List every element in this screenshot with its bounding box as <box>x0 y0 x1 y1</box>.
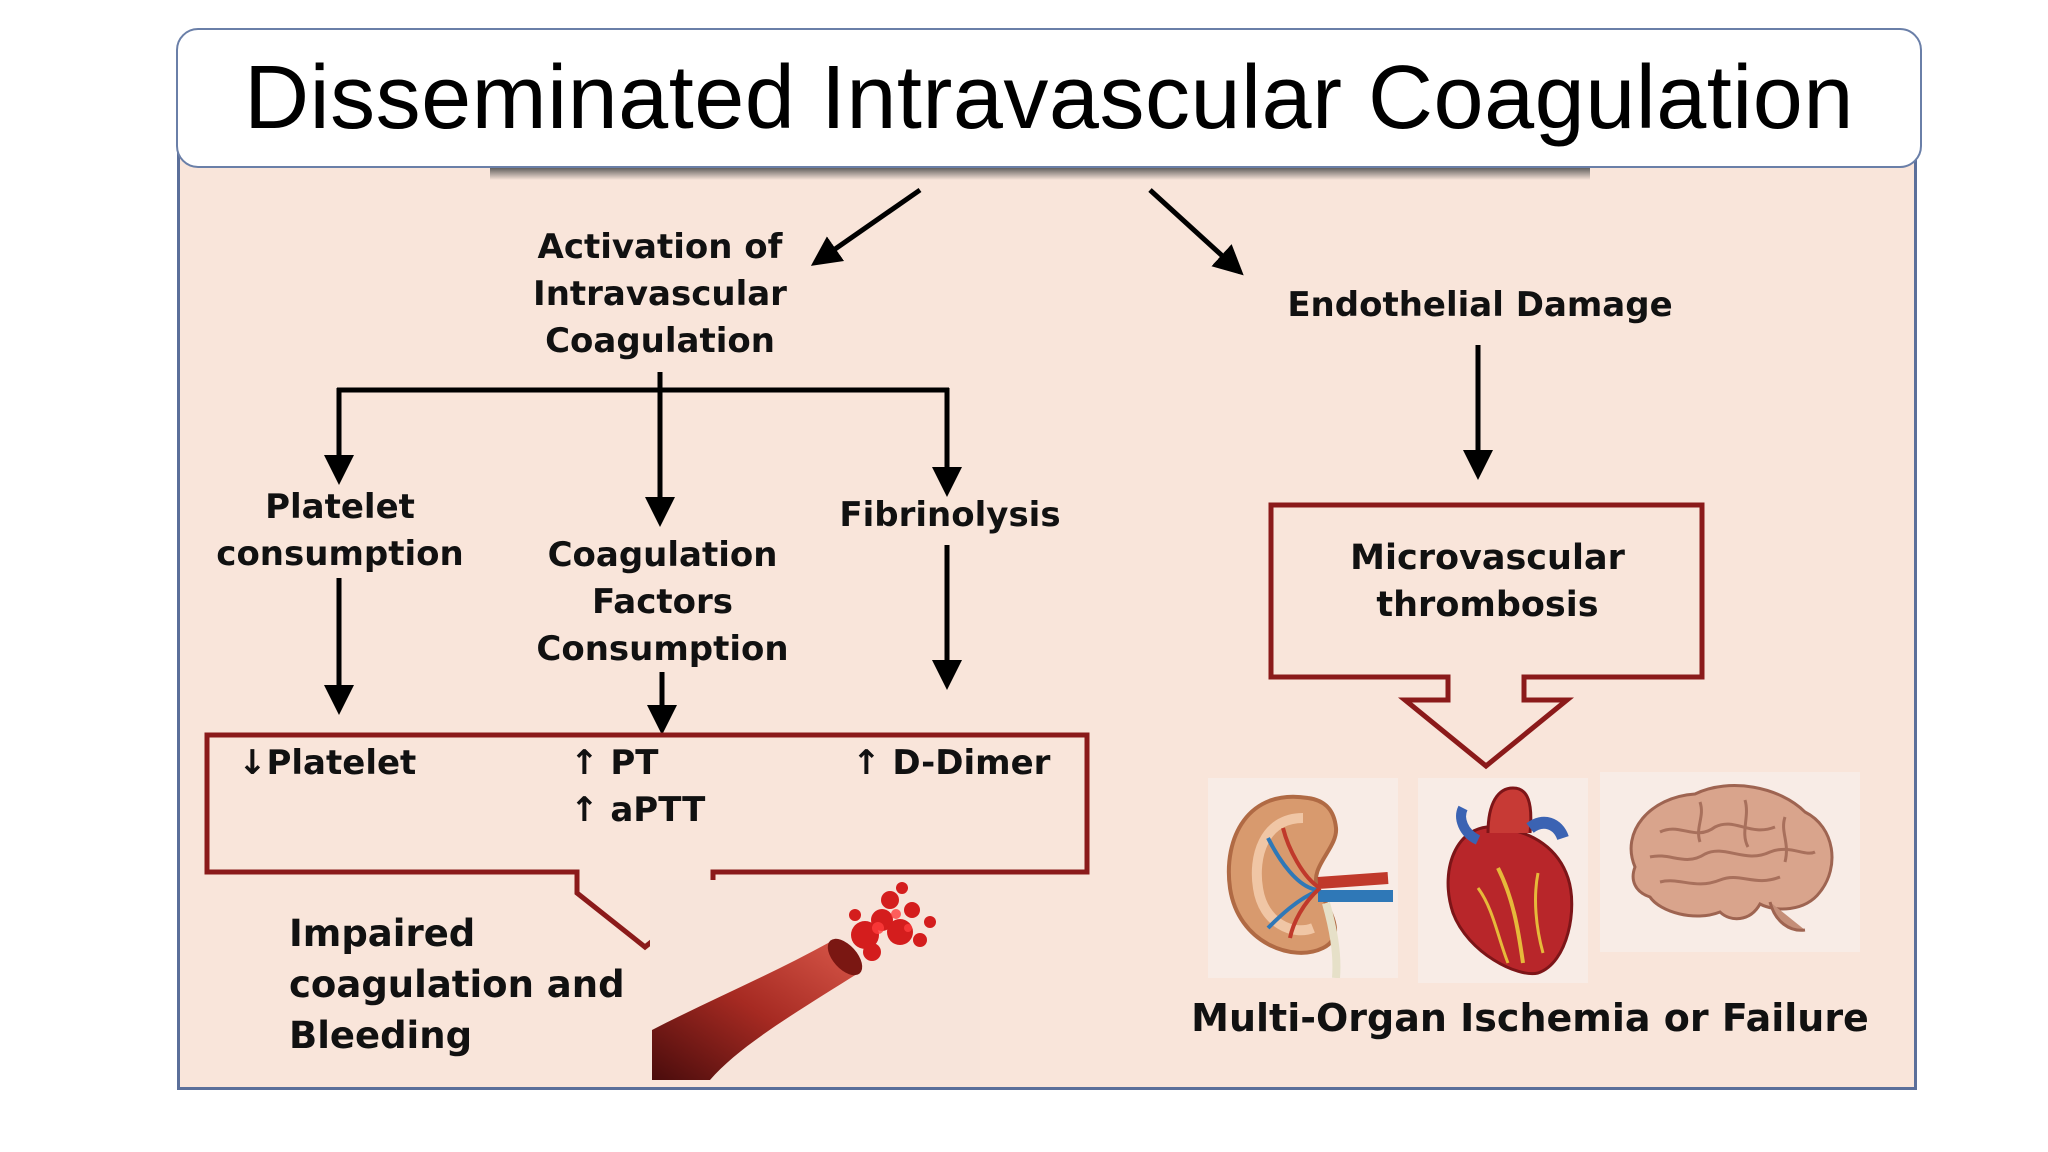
node-microvascular: Microvascular thrombosis <box>1285 535 1690 629</box>
node-microvascular-line-1: Microvascular <box>1350 538 1625 578</box>
node-activation-line-1: Activation of <box>537 227 783 267</box>
node-platelet-line-2: consumption <box>216 534 464 574</box>
node-factors-consumption: Coagulation Factors Consumption <box>515 532 810 673</box>
node-microvascular-line-2: thrombosis <box>1376 585 1599 625</box>
lab-platelet-label: ↓Platelet <box>238 743 417 783</box>
lab-aptt-label: ↑ aPTT <box>570 790 706 830</box>
node-factors-line-1: Coagulation <box>547 535 778 575</box>
lab-ddimer-label: ↑ D-Dimer <box>852 743 1051 783</box>
heart-icon <box>1418 778 1588 983</box>
node-endothelial: Endothelial Damage <box>1260 282 1700 329</box>
node-fibrinolysis: Fibrinolysis <box>820 492 1080 539</box>
node-activation-line-2: Intravascular <box>533 274 787 314</box>
microvascular-box <box>1268 502 1705 770</box>
node-platelet-consumption: Platelet consumption <box>195 484 485 578</box>
title-underline-shadow <box>490 166 1590 180</box>
lab-coag-times: ↑ PT ↑ aPTT <box>570 740 705 834</box>
node-activation-line-3: Coagulation <box>545 321 775 361</box>
node-platelet-line-1: Platelet <box>265 487 415 527</box>
lab-platelet: ↓Platelet <box>238 740 416 787</box>
lab-ddimer: ↑ D-Dimer <box>852 740 1050 787</box>
node-factors-line-2: Factors <box>592 582 733 622</box>
arrow-to-endothelial <box>1148 188 1244 276</box>
node-impaired-bleeding: Impaired coagulation and Bleeding <box>289 908 625 1061</box>
node-multi-organ-label: Multi-Organ Ischemia or Failure <box>1191 996 1869 1040</box>
page-title: Disseminated Intravascular Coagulation <box>244 47 1854 148</box>
node-impaired-line-2: coagulation and <box>289 963 625 1006</box>
node-endothelial-label: Endothelial Damage <box>1287 285 1673 325</box>
bleeding-vessel-icon <box>650 880 980 1080</box>
node-fibrinolysis-label: Fibrinolysis <box>839 495 1061 535</box>
node-impaired-line-1: Impaired <box>289 912 476 955</box>
lab-pt-label: ↑ PT <box>570 743 659 783</box>
node-multi-organ: Multi-Organ Ischemia or Failure <box>1170 995 1890 1042</box>
node-factors-line-3: Consumption <box>536 629 789 669</box>
arrow-to-activation <box>810 187 922 266</box>
node-impaired-line-3: Bleeding <box>289 1014 473 1057</box>
node-activation: Activation of Intravascular Coagulation <box>500 224 820 365</box>
brain-icon <box>1600 772 1860 952</box>
kidney-icon <box>1208 778 1398 978</box>
title-box: Disseminated Intravascular Coagulation <box>176 28 1922 168</box>
